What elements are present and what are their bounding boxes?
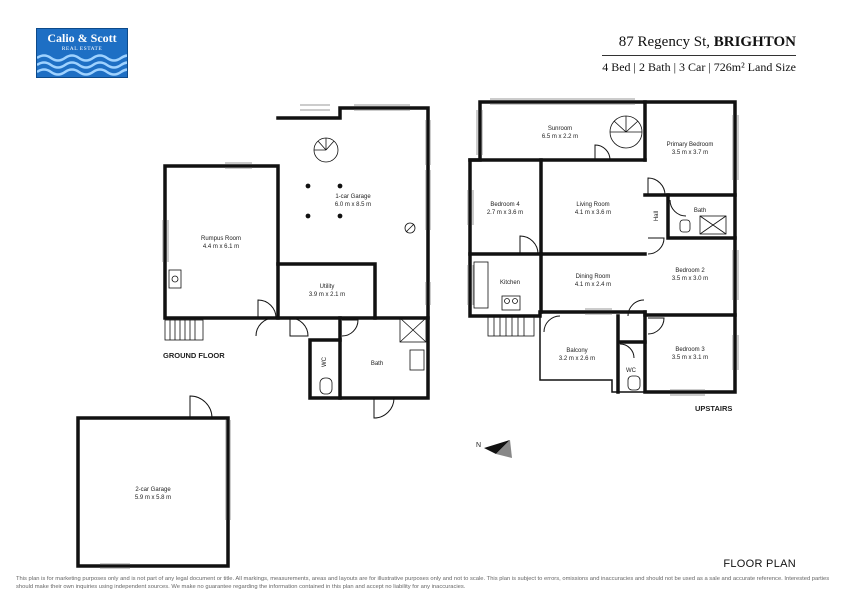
disclaimer-text: This plan is for marketing purposes only… [16, 576, 830, 590]
rumpus-room-dims: 4.4 m x 6.1 m [203, 244, 239, 250]
bedroom4-dims: 2.7 m x 3.6 m [487, 210, 523, 216]
garage1-name: 1-car Garage [335, 194, 371, 200]
dining-room-dims: 4.1 m x 2.4 m [575, 282, 611, 288]
hall-name: Hall [654, 211, 660, 221]
brand-logo: Calio & Scott REAL ESTATE [36, 28, 128, 78]
brand-name: Calio & Scott [47, 31, 117, 45]
garage2-dims: 5.9 m x 5.8 m [135, 495, 171, 501]
svg-text:N: N [476, 442, 481, 449]
wave-icon [37, 54, 127, 76]
living-room-dims: 4.1 m x 3.6 m [575, 210, 611, 216]
garage2-name: 2-car Garage [135, 487, 171, 493]
balcony-name: Balcony [566, 348, 587, 354]
floor-plan-title: FLOOR PLAN [723, 558, 796, 570]
dining-room-name: Dining Room [576, 274, 611, 280]
bedroom3-name: Bedroom 3 [675, 347, 705, 353]
rumpus-room-name: Rumpus Room [201, 236, 241, 242]
address-suburb: BRIGHTON [713, 34, 796, 50]
north-arrow-icon: N [476, 440, 512, 458]
sunroom-name: Sunroom [548, 126, 572, 132]
property-header: 87 Regency St, BRIGHTON 4 Bed | 2 Bath |… [602, 33, 796, 75]
upstairs-bath-name: Bath [694, 208, 706, 214]
ground-floor-label: GROUND FLOOR [163, 351, 225, 360]
primary-bedroom-name: Primary Bedroom [667, 142, 714, 148]
bedroom3-dims: 3.5 m x 3.1 m [672, 355, 708, 361]
bedroom2-dims: 3.5 m x 3.0 m [672, 276, 708, 282]
bedroom4-name: Bedroom 4 [490, 202, 520, 208]
upstairs-wc-name: WC [626, 368, 637, 374]
property-address: 87 Regency St, BRIGHTON [602, 33, 796, 56]
balcony-dims: 3.2 m x 2.6 m [559, 356, 595, 362]
utility-dims: 3.9 m x 2.1 m [309, 292, 345, 298]
brand-subtitle: REAL ESTATE [61, 46, 103, 52]
property-details: 4 Bed | 2 Bath | 3 Car | 726m² Land Size [602, 60, 796, 74]
garage1-dims: 6.0 m x 8.5 m [335, 202, 371, 208]
kitchen-name: Kitchen [500, 280, 520, 286]
bedroom2-name: Bedroom 2 [675, 268, 705, 274]
ground-bath-name: Bath [371, 361, 383, 367]
utility-name: Utility [320, 284, 335, 290]
living-room-name: Living Room [576, 202, 609, 208]
ground-wc-name: WC [322, 356, 328, 367]
upstairs-label: UPSTAIRS [695, 404, 732, 413]
address-street: 87 Regency St, [618, 34, 710, 50]
sunroom-dims: 6.5 m x 2.2 m [542, 134, 578, 140]
primary-bedroom-dims: 3.5 m x 3.7 m [672, 150, 708, 156]
